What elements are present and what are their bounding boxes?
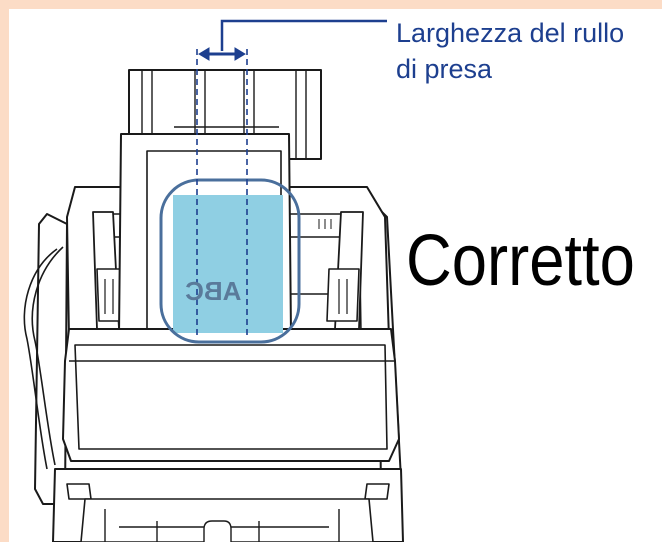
callout-leader: [220, 19, 387, 51]
figure-frame: ABC Larghezza del rullo di presa Corrett…: [9, 9, 662, 542]
verdict-label: Corretto: [406, 221, 635, 301]
callout-label: Larghezza del rullo di presa: [396, 15, 624, 87]
document-text: ABC: [185, 276, 242, 306]
highlight-frame: [159, 178, 301, 344]
callout-line-1: Larghezza del rullo: [396, 18, 625, 48]
callout-line-2: di presa: [396, 54, 493, 84]
document-sheet: [173, 195, 283, 333]
scanner-illustration: ABC: [23, 19, 404, 542]
left-side-panel: [34, 213, 68, 505]
roller-width-arrow: [198, 47, 246, 61]
